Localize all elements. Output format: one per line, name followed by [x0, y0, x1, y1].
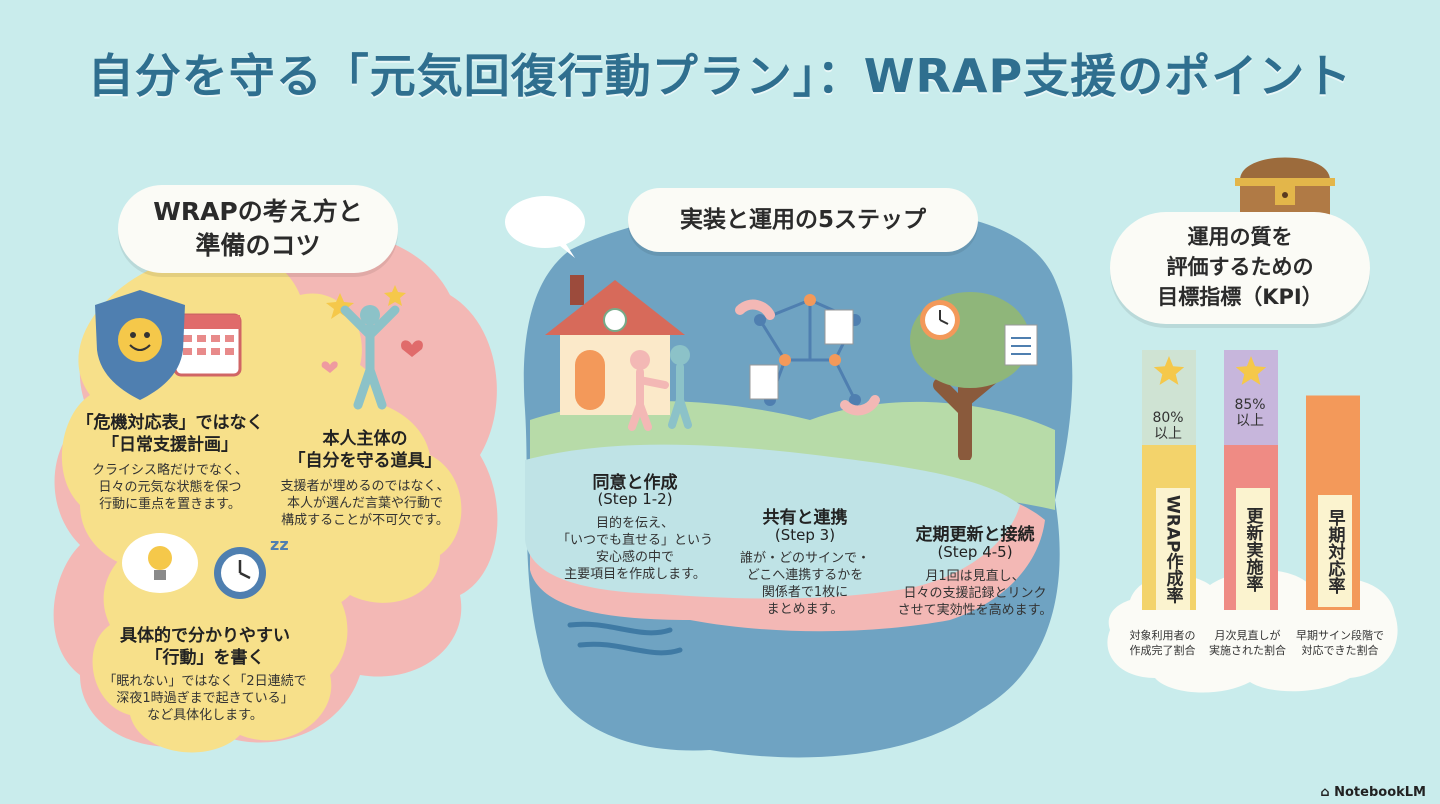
step-2-sub: (Step 3) — [774, 526, 836, 544]
kpi-3-name: 早期対応率 — [1318, 495, 1352, 607]
right-heading-cloud: 運用の質を 評価するための 目標指標（KPI） — [1110, 212, 1370, 324]
right-heading: 運用の質を 評価するための 目標指標（KPI） — [1157, 225, 1323, 309]
center-heading-cloud: 実装と運用の5ステップ — [628, 188, 978, 252]
kpi-2-note: 月次見直しが 実施された割合 — [1209, 629, 1286, 657]
step-1-body: 目的を伝え、 「いつでも直せる」という 安心感の中で 主要項目を作成します。 — [556, 516, 713, 582]
center-heading: 実装と運用の5ステップ — [679, 207, 926, 233]
left-item-3-title: 具体的で分かりやすい 「行動」を書く — [120, 626, 290, 668]
star-icon — [1235, 356, 1267, 385]
step-3-sub: (Step 4-5) — [937, 543, 1013, 561]
tree-clock-document-icon — [910, 292, 1038, 460]
kpi-1-target: 80% 以上 — [1152, 410, 1184, 442]
step-1-sub: (Step 1-2) — [597, 490, 673, 508]
shield-calendar-icon — [95, 290, 242, 400]
brand-text: NotebookLM — [1334, 785, 1426, 800]
left-item-2-body: 支援者が埋めるのではなく、 本人が選んだ言葉や行動で 構成することが不可欠です。 — [280, 479, 450, 528]
step-3-title: 定期更新と接続 — [915, 525, 1035, 545]
kpi-1-name: WRAP作成率 — [1156, 488, 1190, 610]
left-heading-cloud: WRAPの考え方と 準備のコツ — [118, 185, 398, 273]
network-collaboration-icon — [735, 294, 880, 416]
left-item-2-title: 本人主体の 「自分を守る道具」 — [288, 429, 442, 471]
person-stars-hearts-icon — [321, 285, 423, 410]
step-3-body: 月1回は見直し、 日々の支援記録とリンク させて実効性を高めます。 — [897, 569, 1053, 618]
bulb-alarm-clock-icon: zz — [122, 533, 289, 599]
house-handshake-icon — [545, 275, 692, 431]
left-heading: WRAPの考え方と 準備のコツ — [153, 197, 363, 260]
page-title: 自分を守る「元気回復行動プラン」：WRAP支援のポイント — [87, 49, 1353, 103]
brand-label: ⌂ NotebookLM — [1320, 785, 1426, 800]
brand-icon: ⌂ — [1320, 785, 1335, 800]
kpi-2-target: 85% 以上 — [1234, 397, 1266, 429]
step-2-title: 共有と連携 — [762, 508, 848, 528]
kpi-2-name: 更新実施率 — [1236, 488, 1270, 610]
step-1-title: 同意と作成 — [592, 473, 678, 493]
step-2-body: 誰が・どのサインで・ どこへ連携するかを 関係者で1枚に まとめます。 — [739, 551, 870, 617]
left-item-3-body: 「眠れない」ではなく「2日連続で 深夜1時過ぎまで起きている」 など具体化します… — [103, 674, 307, 723]
svg-text:zz: zz — [270, 535, 289, 554]
left-item-1-body: クライシス略だけでなく、 日々の元気な状態を保つ 行動に重点を置きます。 — [91, 463, 248, 512]
kpi-3-note: 早期サイン段階で 対応できた割合 — [1296, 629, 1384, 657]
speech-cloud-icon — [505, 196, 585, 258]
star-icon — [1153, 356, 1185, 385]
left-item-1-title: 「危機対応表」ではなく 「日常支援計画」 — [76, 413, 264, 455]
kpi-1-note: 対象利用者の 作成完了割合 — [1129, 629, 1196, 657]
kpi-bar-2 — [1224, 350, 1278, 610]
